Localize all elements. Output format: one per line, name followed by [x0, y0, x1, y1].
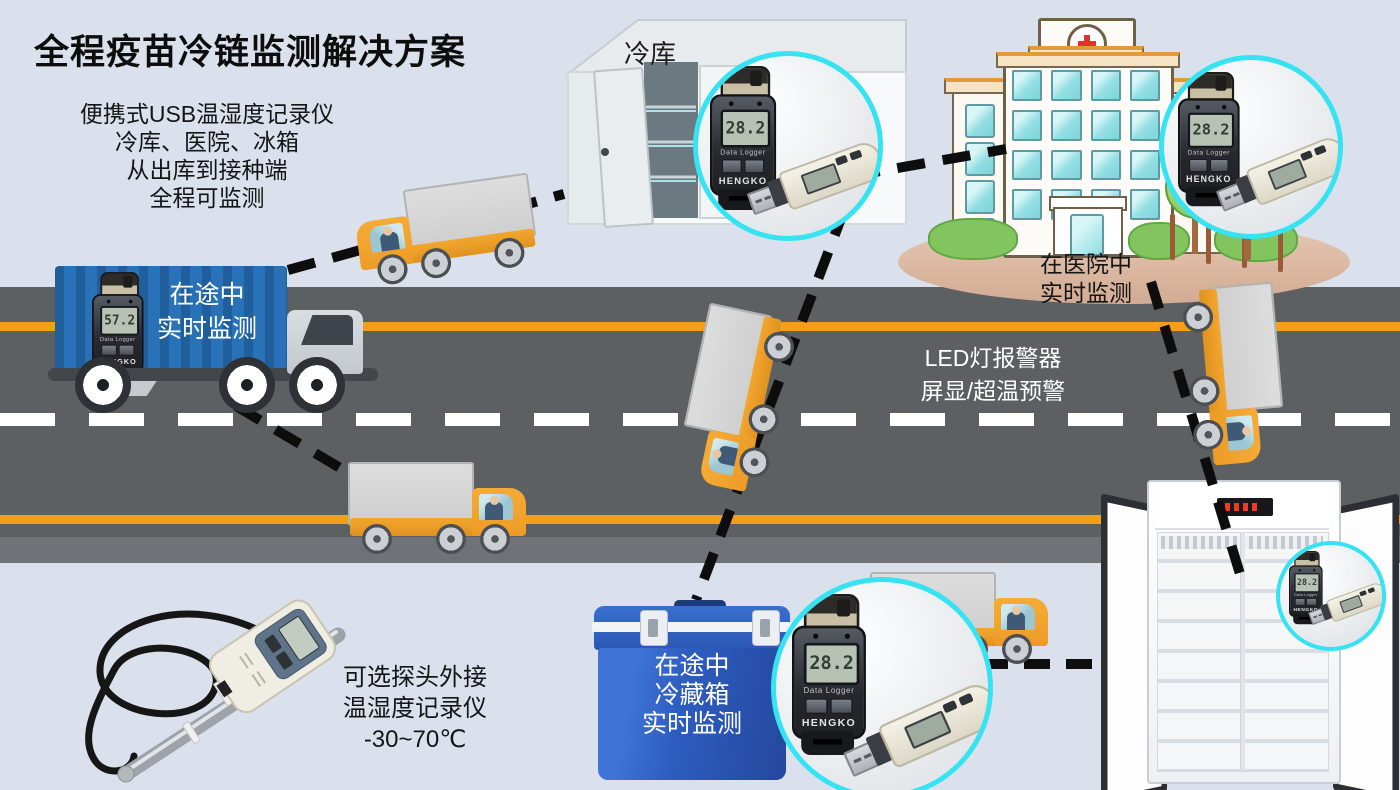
hospital-window	[1129, 70, 1160, 101]
intro-text: 便携式USB温湿度记录仪 冷库、医院、冰箱 从出库到接种端 全程可监测	[79, 101, 335, 211]
hospital-window	[1051, 109, 1082, 141]
cold-room-open-door	[593, 67, 654, 228]
truck-wheel	[75, 357, 131, 413]
device-circle-coldroom: 28.2 Data Logger HENGKO	[693, 51, 883, 241]
hospital-window	[1129, 149, 1160, 181]
logger-lcd: 57.2	[100, 306, 139, 336]
hospital-window	[1090, 70, 1121, 101]
logger-buttons	[101, 344, 135, 356]
logger-lcd: 28.2	[720, 109, 771, 148]
bush	[1128, 222, 1190, 260]
fridge-display-digits	[1225, 503, 1261, 511]
hospital-window	[1090, 109, 1121, 141]
fridge-center-divider	[1240, 532, 1245, 770]
device-circle-cooler: 28.2 Data Logger HENGKO	[771, 577, 993, 790]
truck-wheel	[219, 357, 275, 413]
delivery-truck-right	[1177, 281, 1289, 475]
bush	[928, 218, 1018, 260]
cold-storage-label: 冷库	[624, 39, 677, 69]
hospital-window	[965, 104, 995, 138]
probe-cable	[85, 610, 270, 775]
cold-room-doorway	[644, 62, 698, 218]
dash-line-coldroom-to-cooler	[691, 164, 866, 602]
hospital-door	[1070, 214, 1104, 256]
hospital-window	[1129, 109, 1160, 141]
logger-body: 57.2 Data Logger HENGKO	[92, 294, 144, 374]
hospital-window	[965, 180, 995, 214]
hospital-window	[1051, 70, 1082, 101]
data-logger-device: 28.2 Data Logger HENGKO	[710, 66, 777, 210]
cold-room-shelf-glow	[646, 110, 696, 182]
logger-type-label: Data Logger	[100, 337, 136, 343]
road-stripe-top	[0, 322, 1400, 331]
probe-logger-head	[208, 599, 336, 714]
led-alarm-caption: LED灯报警器 屏显/超温预警	[920, 345, 1066, 404]
probe-tip	[117, 765, 135, 783]
hospital-main-roofband	[996, 52, 1180, 68]
hospital-caption: 在医院中 实时监测	[1040, 251, 1132, 306]
road-stripe-bottom	[0, 515, 1400, 524]
cooler-latch	[640, 610, 668, 646]
cold-room-door-handle	[601, 148, 609, 156]
fence-post	[1206, 218, 1211, 264]
hospital-window	[1012, 149, 1043, 181]
hospital-window	[1051, 149, 1082, 181]
hospital-window	[1090, 149, 1121, 181]
device-circle-fridge: 28.2 Data Logger HENGKO	[1276, 541, 1386, 651]
hospital-window	[1012, 70, 1043, 101]
probe-logger	[85, 599, 346, 783]
page-title: 全程疫苗冷链监测解决方案	[34, 33, 467, 72]
device-circle-hospital: 28.2 Data Logger HENGKO	[1159, 55, 1343, 239]
probe-clip	[181, 720, 202, 745]
cooler-strap	[592, 622, 792, 632]
probe-caption: 可选探头外接 温湿度记录仪 -30~70℃	[343, 664, 487, 753]
fridge-display	[1217, 498, 1273, 516]
hospital-window	[1129, 189, 1160, 220]
cold-room-shelves	[646, 105, 696, 179]
fence-post	[1170, 214, 1175, 260]
truck-cab-window	[368, 222, 406, 253]
vaccine-cooler-box: 在途中 冷藏箱 实时监测	[592, 600, 792, 785]
tree-trunk	[1192, 210, 1198, 254]
hospital-window	[1012, 189, 1043, 220]
truck-wheel	[289, 357, 345, 413]
truck-cab-window	[301, 315, 353, 345]
cooler-caption: 在途中 冷藏箱 实时监测	[641, 652, 742, 738]
cooler-body	[598, 648, 786, 780]
blue-container-truck: 在途中 实时监测 57.2 Data Logger HENGKO	[40, 258, 385, 418]
data-logger-device: 28.2 Data Logger HENGKO	[792, 594, 866, 756]
delivery-truck-lower	[348, 462, 533, 558]
dash-line-truck-to-truck	[233, 401, 360, 483]
hospital-window	[1012, 109, 1043, 141]
fence-post	[1278, 226, 1283, 272]
cooler-handle	[674, 600, 726, 610]
truck-caption: 在途中 实时监测	[156, 281, 257, 343]
cooler-latch	[752, 610, 780, 646]
data-logger-device: 28.2 Data Logger HENGKO	[1178, 72, 1240, 207]
vaccine-fridge	[1085, 470, 1400, 790]
